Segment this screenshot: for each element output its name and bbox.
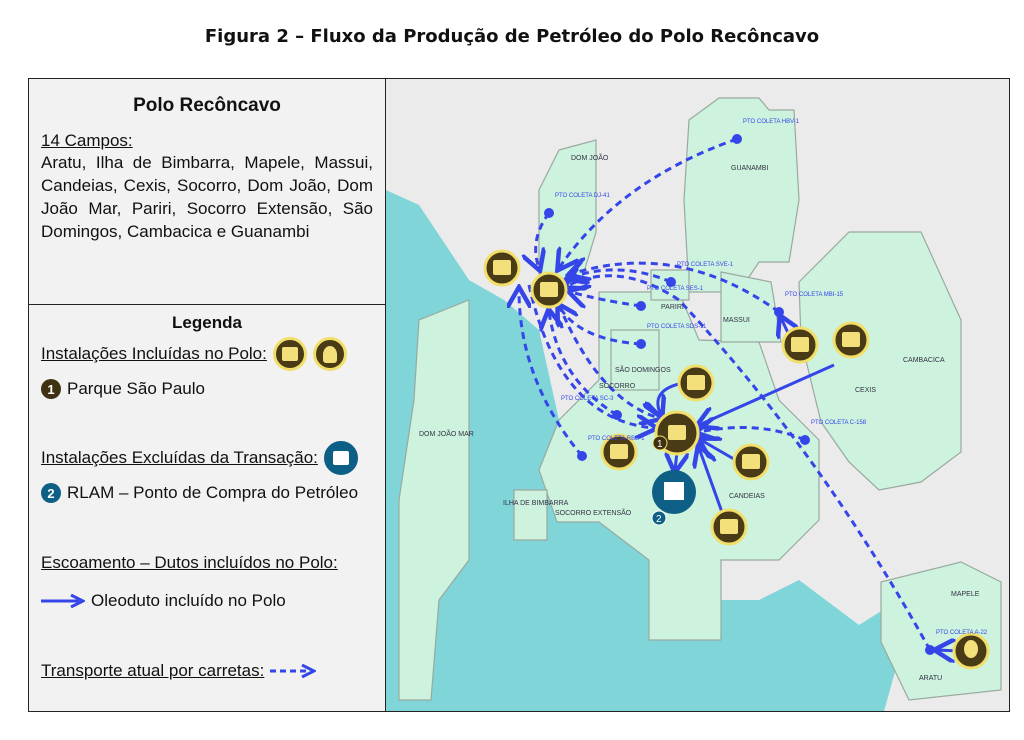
field-label: DOM JOÃO [571, 153, 609, 162]
legend-panel: Polo Recôncavo 14 Campos: Aratu, Ilha de… [28, 78, 386, 712]
truck-route [567, 276, 932, 651]
field-label: SOCORRO EXTENSÃO [555, 508, 632, 517]
truck-route [557, 304, 659, 418]
field-label: PARIRI [661, 304, 684, 311]
rlam-refinery-icon: 2 [651, 470, 696, 526]
truck-route [527, 284, 654, 428]
legend-item-2: 2 RLAM – Ponto de Compra do Petróleo [41, 483, 385, 503]
facility-icon [530, 271, 568, 309]
truck-route [549, 312, 618, 417]
collection-point-label: PTO COLETA SC-3 [561, 396, 614, 402]
field-label: ARATU [919, 675, 942, 682]
facility-icon [832, 321, 870, 359]
truck-route [519, 290, 584, 457]
legend-pipeline: Oleoduto incluído no Polo [41, 591, 385, 611]
field-label: CAMBACICA [903, 357, 945, 364]
facility-icon [732, 443, 770, 481]
collection-point-icon [774, 307, 784, 317]
polo-heading: Polo Recôncavo [133, 95, 281, 116]
field-label: SÃO DOMINGOS [615, 365, 671, 374]
field-label: DOM JOÃO MAR [419, 429, 474, 438]
dashed-arrow-icon [270, 664, 317, 678]
truck-route [571, 263, 780, 314]
collection-point-icon [636, 301, 646, 311]
collection-point-icon [800, 435, 810, 445]
included-label: Instalações Incluídas no Polo: [41, 344, 267, 363]
tree-facility-icon [312, 337, 347, 371]
item2-label: RLAM – Ponto de Compra do Petróleo [67, 483, 359, 502]
field-dom-joao-mar [398, 299, 470, 701]
field-ilha-bimbarra [513, 489, 548, 541]
solid-arrow-icon [41, 594, 85, 608]
fields-list: Aratu, Ilha de Bimbarra, Mapele, Massui,… [41, 153, 373, 241]
field-label: GUANAMBI [731, 165, 768, 172]
bay-water [386, 190, 961, 711]
tree-facility-icon [952, 632, 990, 670]
legend-included: Instalações Incluídas no Polo: [41, 337, 385, 371]
pipeline-label: Oleoduto incluído no Polo [91, 591, 286, 610]
facility-icon [272, 337, 307, 371]
collection-point-label: PTO COLETA MBI-15 [785, 292, 844, 298]
excluded-label: Instalações Excluídas da Transação: [41, 448, 318, 467]
pipeline-route [699, 448, 725, 516]
collection-point-icon [636, 339, 646, 349]
collection-point-icon [732, 134, 742, 144]
collection-point-icon [544, 208, 554, 218]
facility-icon [781, 326, 819, 364]
truck-route [536, 212, 551, 268]
flow-label: Escoamento – Dutos incluídos no Polo: [41, 553, 338, 572]
legend-flow: Escoamento – Dutos incluídos no Polo: [41, 553, 385, 573]
truck-route [559, 137, 738, 268]
marker-1-icon: 1 [41, 379, 61, 399]
collection-point-label: PTO COLETA SVE-1 [677, 262, 734, 268]
legend-item-1: 1 Parque São Paulo [41, 379, 385, 399]
truck-route [699, 428, 806, 441]
marker-1: 1 [652, 435, 668, 451]
collection-point-icon [612, 410, 622, 420]
collection-point-label: PTO COLETA HBV-1 [743, 119, 800, 125]
item1-label: Parque São Paulo [67, 379, 205, 398]
marker-2-label: 2 [656, 514, 662, 525]
marker-1-label: 1 [657, 439, 663, 450]
field-label: MASSUI [723, 317, 750, 324]
collection-point-label: PTO COLETA RBB-1 [588, 436, 645, 442]
legend-truck: Transporte atual por carretas: [41, 661, 385, 681]
field-massui [720, 271, 782, 343]
field-label: MAPELE [951, 591, 980, 598]
collection-point-label: PTO COLETA DJ-41 [555, 193, 610, 199]
fields-count: 14 Campos: [41, 131, 133, 150]
facility-icon [600, 433, 638, 471]
truck-label: Transporte atual por carretas: [41, 661, 265, 680]
facility-icon [677, 364, 715, 402]
pipeline-route [699, 363, 835, 425]
truck-route [569, 270, 672, 282]
field-cexis-cambacica [798, 231, 962, 491]
collection-point-label: PTO COLETA C-158 [811, 420, 867, 426]
collection-point-label: PTO COLETA A-22 [936, 630, 988, 636]
collection-point-icon [577, 451, 587, 461]
collection-point-label: PTO COLETA SES-1 [647, 286, 704, 292]
facility-icon [483, 249, 521, 287]
collection-point-icon [925, 645, 935, 655]
polo-summary: Polo Recôncavo 14 Campos: Aratu, Ilha de… [29, 79, 385, 305]
legend-title: Legenda [172, 313, 242, 332]
collection-point-icon [666, 277, 676, 287]
refinery-icon [323, 441, 358, 475]
field-label: ILHA DE BIMBARRA [503, 500, 569, 507]
field-label: CANDEIAS [729, 493, 765, 500]
field-sao-domingos [610, 329, 660, 391]
figure-title: Figura 2 – Fluxo da Produção de Petróleo… [204, 26, 820, 47]
collection-point-label: PTO COLETA SDS-11 [647, 324, 707, 330]
field-label: SOCORRO [599, 383, 636, 390]
marker-2-icon: 2 [41, 483, 61, 503]
facility-icon [710, 508, 748, 546]
truck-route [571, 292, 642, 306]
legend-excluded: Instalações Excluídas da Transação: [41, 441, 385, 475]
field-label: CEXIS [855, 387, 876, 394]
